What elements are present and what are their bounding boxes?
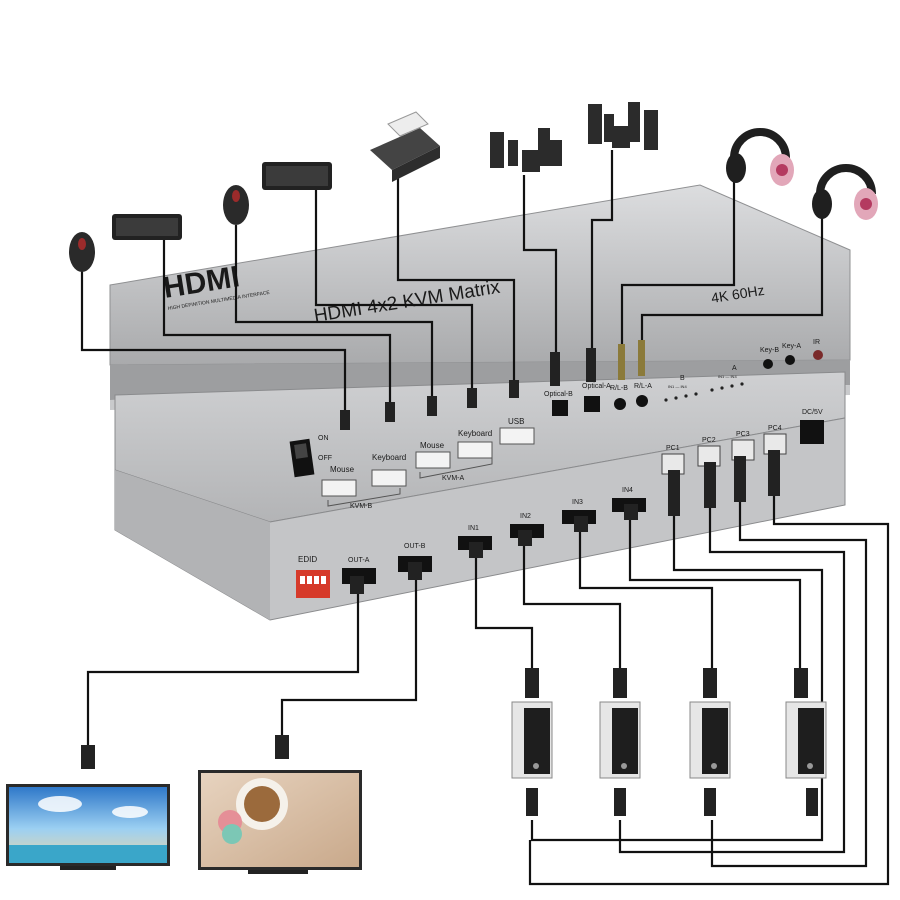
pc-tower-icon — [511, 668, 553, 816]
hdmi-plug-icon — [350, 576, 364, 594]
optical-b-label: Optical-B — [544, 391, 573, 398]
cable-in3 — [578, 526, 714, 668]
cable-group — [80, 150, 890, 886]
keyboard-icon — [262, 162, 332, 190]
cable-in1 — [474, 552, 534, 668]
cable-printer — [396, 170, 516, 395]
edid-label: EDID — [298, 555, 317, 564]
usb-label-1: Mouse — [330, 465, 355, 474]
monitor-icon — [198, 770, 362, 874]
usb-port-kvmb-mouse[interactable] — [321, 479, 357, 497]
dc-label: DC/5V — [802, 409, 823, 416]
pc-tower-icon — [785, 668, 827, 816]
usb-label-3: Mouse — [420, 441, 445, 450]
usb-port-kvma-keyboard[interactable] — [457, 441, 493, 459]
kvm-b-label: KVM-B — [350, 503, 373, 510]
mouse-icon — [69, 232, 95, 272]
monitor-icon — [6, 784, 170, 870]
optical-port-b[interactable] — [552, 400, 568, 416]
cable-out-b — [280, 575, 418, 735]
cable-mouse-b — [80, 270, 347, 430]
keyboard-icon — [112, 214, 182, 240]
optical-port-a[interactable] — [584, 396, 600, 412]
usb-port-group: Mouse Keyboard Mouse Keyboard USB KVM-B … — [321, 417, 535, 510]
in2-label: IN2 — [520, 513, 531, 520]
cable-headphones-a — [640, 218, 824, 360]
headphones-icon — [812, 164, 878, 220]
plug-group — [340, 340, 780, 594]
audio-jack-b[interactable] — [614, 398, 626, 410]
mouse-icon — [223, 185, 249, 225]
dc-power-jack[interactable] — [800, 420, 824, 444]
pc4-label: PC4 — [768, 425, 782, 432]
ir-label: IR — [813, 339, 820, 346]
cable-pc1-usb — [530, 512, 824, 842]
usb-label-2: Keyboard — [372, 453, 406, 462]
led-b-label: B — [680, 375, 685, 382]
usb-plug-icon — [340, 410, 350, 430]
led-a-label: A — [732, 365, 737, 372]
key-a-label: Key-A — [782, 343, 801, 350]
in3-label: IN3 — [572, 499, 583, 506]
audio-b-label: R/L-B — [610, 385, 628, 392]
pc3-label: PC3 — [736, 431, 750, 438]
led-b-range: IN1 — IN4 — [668, 384, 687, 389]
edid-switch[interactable] — [296, 570, 330, 598]
usb-port-kvmb-keyboard[interactable] — [371, 469, 407, 487]
ir-receiver — [813, 350, 823, 360]
out-b-label: OUT-B — [404, 543, 426, 550]
usb-label-4: Keyboard — [458, 429, 492, 438]
audio-a-label: R/L-A — [634, 383, 652, 390]
usb-label-5: USB — [508, 417, 524, 426]
key-b-button[interactable] — [763, 359, 773, 369]
cable-in4 — [628, 514, 802, 668]
printer-icon — [370, 111, 440, 182]
speaker-system-icon — [490, 128, 562, 172]
cable-speakers-b — [522, 175, 558, 375]
in4-label: IN4 — [622, 487, 633, 494]
led-row — [664, 382, 744, 402]
pc2-label: PC2 — [702, 437, 716, 444]
cable-out-a — [86, 588, 360, 745]
power-off-label: OFF — [318, 455, 332, 462]
hdmi-plug-icon — [81, 745, 95, 769]
cable-keyboard-a — [314, 190, 474, 405]
cable-pc3-usb — [710, 498, 868, 868]
audio-jack-a[interactable] — [636, 395, 648, 407]
usb-port-kvma-mouse[interactable] — [415, 451, 451, 469]
cable-mouse-a — [234, 225, 434, 415]
hdmi-plug-icon — [275, 735, 289, 759]
kvm-a-label: KVM-A — [442, 475, 465, 482]
cable-pc4-usb — [528, 492, 890, 886]
optical-a-label: Optical-A — [582, 383, 611, 390]
key-a-button[interactable] — [785, 355, 795, 365]
cable-keyboard-b — [162, 240, 392, 420]
key-b-label: Key-B — [760, 347, 779, 354]
speaker-system-icon — [588, 102, 658, 150]
out-a-label: OUT-A — [348, 557, 370, 564]
cable-speakers-a — [590, 150, 614, 365]
cable-headphones-b — [620, 180, 736, 360]
in1-label: IN1 — [468, 525, 479, 532]
cable-pc2-usb — [618, 505, 846, 854]
power-on-label: ON — [318, 435, 329, 442]
kvm-matrix-device: HDMI HIGH DEFINITION MULTIMEDIA INTERFAC… — [109, 184, 851, 621]
pc-tower-icon — [689, 668, 731, 816]
headphones-icon — [726, 128, 794, 186]
pc-port-group: PC1 PC2 PC3 PC4 — [661, 425, 787, 475]
cable-in2 — [522, 540, 622, 668]
pc1-label: PC1 — [666, 445, 680, 452]
led-a-range: IN1 — IN4 — [718, 374, 737, 379]
usb-port-usb[interactable] — [499, 427, 535, 445]
pc-tower-icon — [599, 668, 641, 816]
